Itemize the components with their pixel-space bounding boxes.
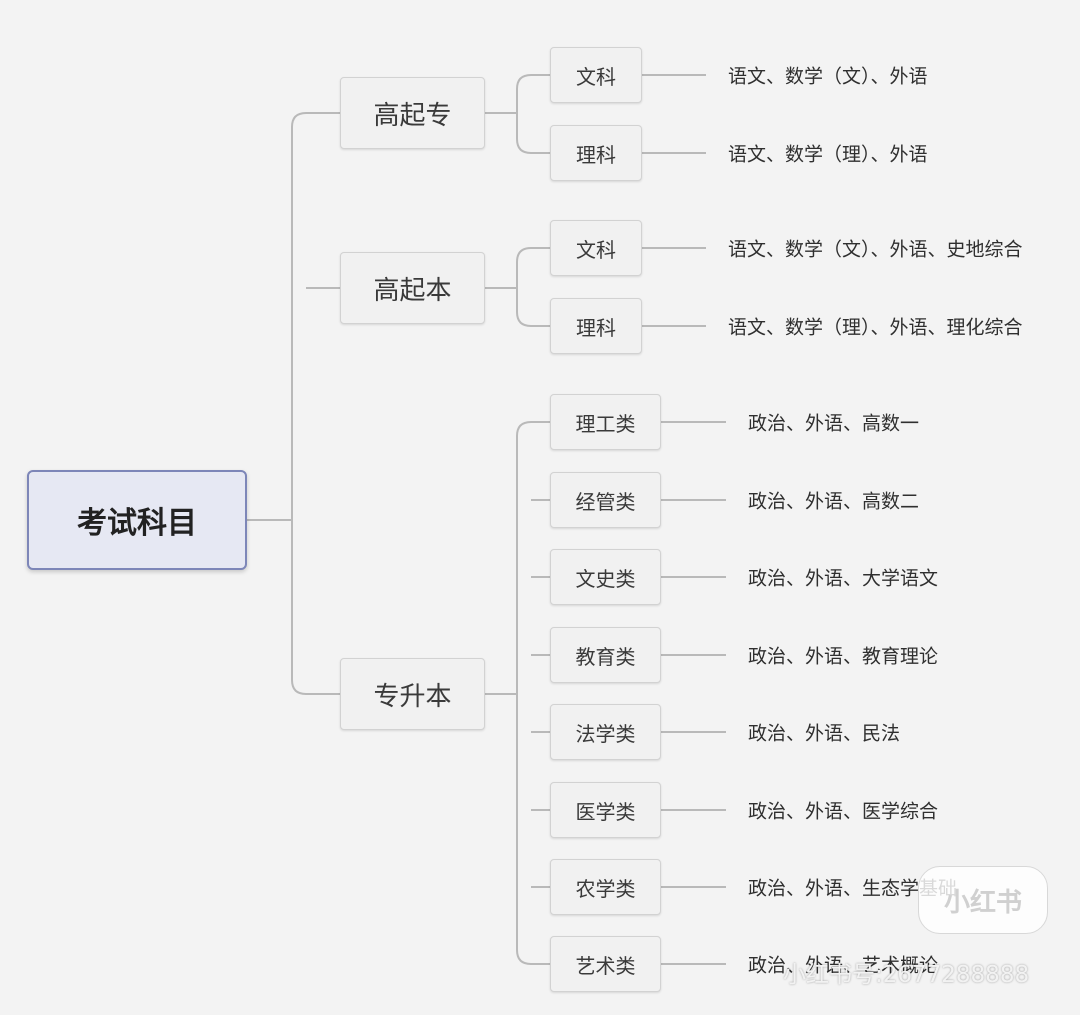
node-gaoqiben-wenke: 文科 bbox=[550, 220, 642, 276]
subjects-wenshilei: 政治、外语、大学语文 bbox=[748, 567, 939, 590]
subjects-gaoqizhuan-like: 语文、数学（理）、外语 bbox=[728, 143, 928, 166]
node-gaoqizhuan: 高起专 bbox=[340, 77, 485, 149]
node-gaoqizhuan-wenke: 文科 bbox=[550, 47, 642, 103]
node-gaoqiben: 高起本 bbox=[340, 252, 485, 324]
node-yixuelei: 医学类 bbox=[550, 782, 661, 838]
subjects-faxuelei: 政治、外语、民法 bbox=[748, 722, 901, 745]
subjects-ligonglei: 政治、外语、高数一 bbox=[748, 412, 920, 435]
node-ligonglei: 理工类 bbox=[550, 394, 661, 450]
connector-branch-2 bbox=[516, 421, 532, 965]
node-wenshilei: 文史类 bbox=[550, 549, 661, 605]
node-jingguanlei: 经管类 bbox=[550, 472, 661, 528]
node-jiaoyulei: 教育类 bbox=[550, 627, 661, 683]
subjects-gaoqizhuan-wenke: 语文、数学（文）、外语 bbox=[728, 65, 928, 88]
connector-branch-0 bbox=[516, 74, 532, 154]
connector-branch-1 bbox=[516, 247, 532, 327]
node-zhuanshengben: 专升本 bbox=[340, 658, 485, 730]
root-node: 考试科目 bbox=[27, 470, 247, 570]
subjects-yishulei: 政治、外语、艺术概论 bbox=[748, 954, 939, 977]
subjects-yixuelei: 政治、外语、医学综合 bbox=[748, 800, 939, 823]
node-gaoqiben-like: 理科 bbox=[550, 298, 642, 354]
node-faxuelei: 法学类 bbox=[550, 704, 661, 760]
xiaohongshu-logo: 小红书 bbox=[918, 866, 1048, 934]
subjects-gaoqiben-like: 语文、数学（理）、外语、理化综合 bbox=[728, 316, 1023, 339]
subjects-gaoqiben-wenke: 语文、数学（文）、外语、史地综合 bbox=[728, 238, 1023, 261]
watermark-account: 小红书号:2677288888 bbox=[783, 962, 1030, 988]
subjects-jingguanlei: 政治、外语、高数二 bbox=[748, 490, 920, 513]
subjects-nongxuelei: 政治、外语、生态学基础 bbox=[748, 877, 958, 900]
node-gaoqizhuan-like: 理科 bbox=[550, 125, 642, 181]
subjects-jiaoyulei: 政治、外语、教育理论 bbox=[748, 645, 939, 668]
node-nongxuelei: 农学类 bbox=[550, 859, 661, 915]
connector-trunk bbox=[291, 112, 307, 695]
node-yishulei: 艺术类 bbox=[550, 936, 661, 992]
